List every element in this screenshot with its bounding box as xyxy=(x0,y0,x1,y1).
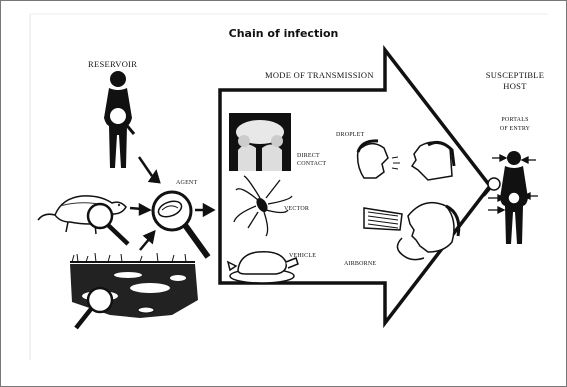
airborne-label: AIRBORNE xyxy=(344,261,376,267)
vector-label: VECTOR xyxy=(284,206,309,212)
direct-contact-label-line2: CONTACT xyxy=(297,161,326,167)
portals-of-entry-label-line2: OF ENTRY xyxy=(490,126,540,132)
direct-contact-image xyxy=(229,113,291,171)
vehicle-label: VEHICLE xyxy=(289,253,316,259)
susceptible-host-label-line2: HOST xyxy=(484,82,546,91)
droplet-label: DROPLET xyxy=(336,132,364,138)
susceptible-host-label-line1: SUSCEPTIBLE xyxy=(484,71,546,80)
direct-contact-label-line1: DIRECT xyxy=(297,153,320,159)
portals-of-entry-label-line1: PORTALS xyxy=(490,117,540,123)
reservoir-label: RESERVOIR xyxy=(88,60,137,69)
mode-of-transmission-label: MODE OF TRANSMISSION xyxy=(265,71,374,80)
agent-label: AGENT xyxy=(176,180,197,186)
diagram-title: Chain of infection xyxy=(0,28,567,39)
